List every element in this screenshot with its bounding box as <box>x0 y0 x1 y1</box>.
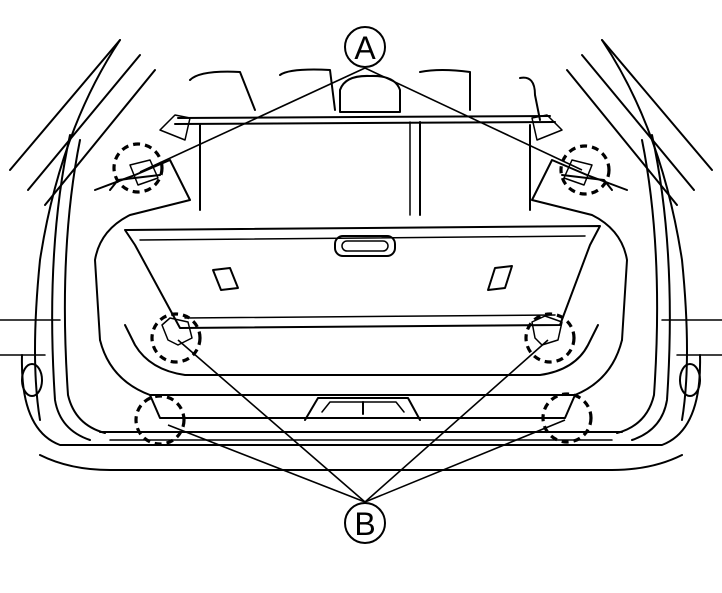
callout-a: A <box>344 26 386 68</box>
tonneau-cover <box>124 225 601 329</box>
rear-seats <box>174 68 556 216</box>
clip-location-a-left <box>112 142 164 194</box>
callout-b-circle <box>344 502 386 544</box>
cover-hooks <box>161 315 563 346</box>
callout-b-label: B <box>354 506 375 542</box>
highlight-circles <box>112 142 611 446</box>
clip-location-b-lower-left <box>134 394 186 446</box>
clip-location-b-lower-right <box>541 392 593 444</box>
callout-b: B <box>344 502 386 544</box>
leader-lines <box>139 67 583 503</box>
cargo-floor <box>99 324 623 421</box>
clip-location-a-right <box>559 144 611 196</box>
callout-a-circle <box>344 26 386 68</box>
clip-location-b-upper-left <box>150 312 202 364</box>
callout-a-label: A <box>354 30 376 66</box>
clip-location-b-upper-right <box>524 312 576 364</box>
